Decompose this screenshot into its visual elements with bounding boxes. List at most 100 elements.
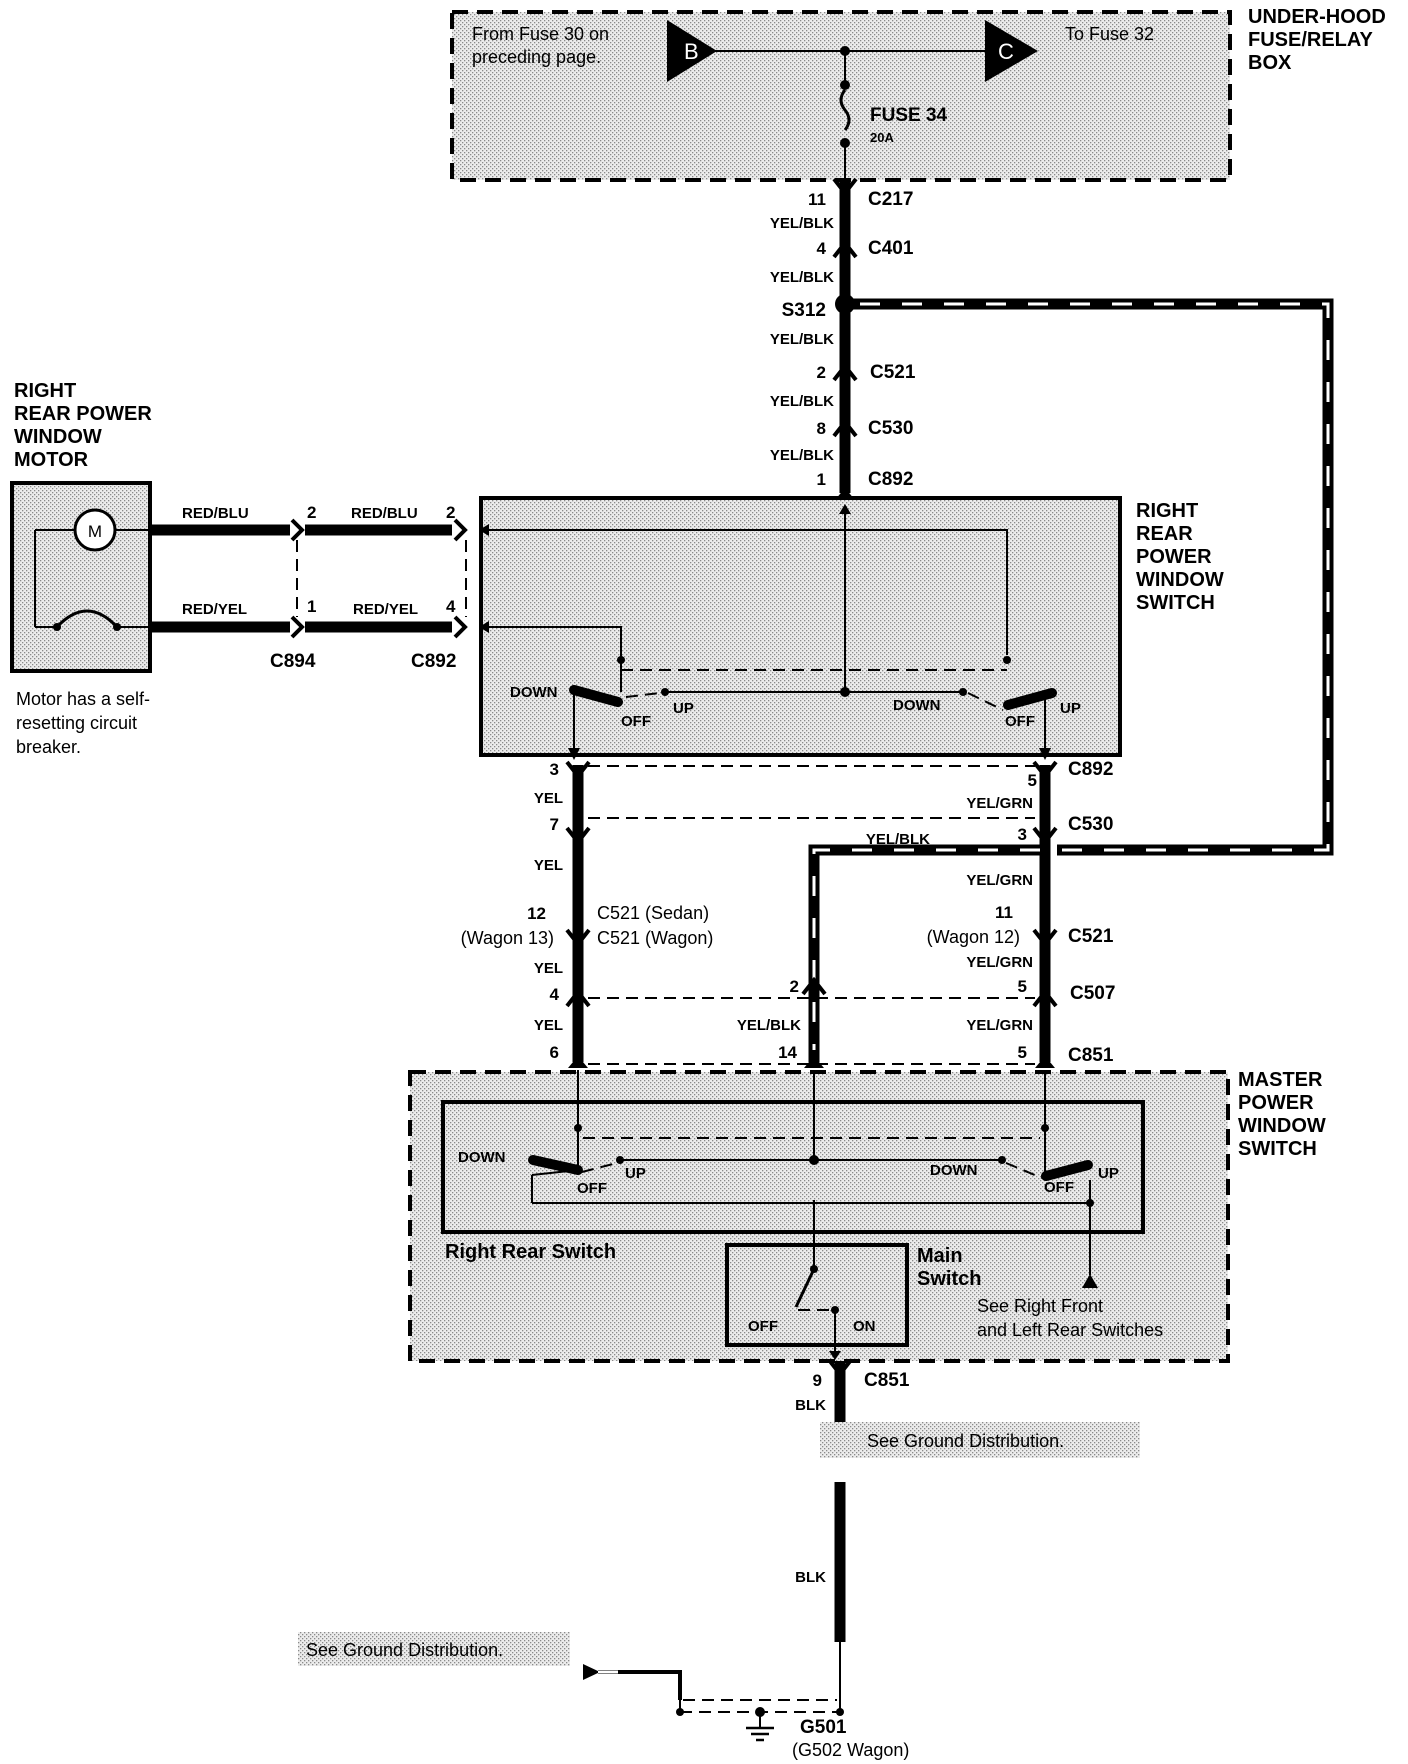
bus-to-arrow	[985, 20, 1038, 82]
motor-wires: RED/BLU RED/BLU RED/YEL RED/YEL 2 1 2 4 …	[150, 503, 468, 672]
right-wire-label-2: YEL/GRN	[966, 872, 1033, 889]
main-switch-label-2: Switch	[917, 1268, 981, 1290]
see-other-switches-arrow	[1082, 1274, 1098, 1288]
from-fuse-note-1: From Fuse 30 on	[472, 24, 609, 44]
c892-feed-pin: 1	[817, 470, 826, 489]
right-wire-label-3: YEL/GRN	[966, 954, 1033, 971]
motor-title-2: REAR POWER	[14, 403, 152, 425]
fuse-icon	[839, 89, 851, 131]
right-c851-pin: 5	[1018, 1043, 1027, 1062]
c401-label: C401	[868, 238, 914, 259]
master-title-3: WINDOW	[1238, 1115, 1326, 1137]
see-note-2: and Left Rear Switches	[977, 1320, 1163, 1340]
ground-c851-pin: 9	[813, 1371, 822, 1390]
middle-wire-label-1: YEL/BLK	[866, 831, 930, 848]
rr-switch-title-2: REAR	[1136, 523, 1193, 545]
rr-switch-title-5: SWITCH	[1136, 592, 1215, 614]
g502-wagon-label: (G502 Wagon)	[792, 1740, 909, 1760]
c521-label: C521	[870, 362, 916, 383]
fuse-box-title-3: BOX	[1248, 52, 1292, 74]
master-right-up-label: UP	[1098, 1165, 1119, 1182]
master-right-down-label: DOWN	[930, 1162, 978, 1179]
left-c851-pin: 6	[550, 1043, 559, 1062]
right-wire-label-1: YEL/GRN	[966, 795, 1033, 812]
bus-from-arrow	[667, 20, 717, 82]
right-rear-switch-label: Right Rear Switch	[445, 1241, 616, 1263]
middle-c851-pin: 14	[778, 1043, 797, 1062]
ground-icon	[746, 1726, 774, 1742]
feed-wire-label-1: YEL/BLK	[770, 215, 834, 232]
fuse-name: FUSE 34	[870, 105, 948, 126]
motor-wire-bottom-right: RED/YEL	[353, 601, 418, 618]
rr-right-up-label: UP	[1060, 700, 1081, 717]
c530-label: C530	[868, 418, 913, 439]
c530-pin: 8	[817, 419, 826, 438]
rr-left-up-label: UP	[673, 700, 694, 717]
bus-to-label: C	[998, 39, 1014, 64]
left-c530-pin: 7	[550, 815, 559, 834]
right-c507-pin: 5	[1018, 977, 1027, 996]
see-note-1: See Right Front	[977, 1296, 1103, 1316]
right-c892-pin: 5	[1028, 771, 1037, 790]
master-title-1: MASTER	[1238, 1069, 1323, 1091]
middle-wire-label-2: YEL/BLK	[737, 1017, 801, 1034]
c894-pin-bottom: 1	[307, 597, 316, 616]
c521-wagon-label: C521 (Wagon)	[597, 928, 713, 948]
master-right-blade	[1041, 1160, 1093, 1181]
master-left-off-label: OFF	[577, 1180, 607, 1197]
s312-label: S312	[782, 300, 826, 321]
c892-feed-label: C892	[868, 469, 913, 490]
left-c521-pin-sedan: 12	[527, 904, 546, 923]
motor-title-4: MOTOR	[14, 449, 89, 471]
rr-switch-title-1: RIGHT	[1136, 500, 1198, 522]
fuse-rating: 20A	[870, 130, 894, 145]
fuse-box-title-1: UNDER-HOOD	[1248, 6, 1386, 28]
motor-wire-top-right: RED/BLU	[351, 505, 418, 522]
motor-note-2: resetting circuit	[16, 713, 137, 733]
rr-right-off-label: OFF	[1005, 713, 1035, 730]
bus-from-label: B	[684, 39, 699, 64]
c521-sedan-label: C521 (Sedan)	[597, 903, 709, 923]
right-c521-pin-wagon: (Wagon 12)	[927, 927, 1020, 947]
yel-blk-loop-wire	[850, 298, 1334, 856]
middle-c507-pin: 2	[790, 977, 799, 996]
motor-title-3: WINDOW	[14, 426, 102, 448]
left-c521-pin-wagon: (Wagon 13)	[461, 928, 554, 948]
feed-wire: 11 C217 YEL/BLK 4 C401 YEL/BLK S312 YEL/…	[770, 177, 916, 500]
right-c530-pin: 3	[1018, 825, 1027, 844]
rr-left-off-label: OFF	[621, 713, 651, 730]
master-title-2: POWER	[1238, 1092, 1314, 1114]
ground-circuit: 9 C851 BLK See Ground Distribution. BLK …	[298, 1358, 1140, 1760]
c217-label: C217	[868, 189, 913, 210]
harness-wires	[565, 760, 1058, 1068]
master-right-off-label: OFF	[1044, 1179, 1074, 1196]
right-c521-pin: 11	[995, 903, 1013, 922]
harness-labels: 3 YEL 7 YEL 12 (Wagon 13) C521 (Sedan) C…	[461, 759, 1116, 1066]
c521-pin: 2	[817, 363, 826, 382]
main-switch	[725, 1243, 909, 1347]
feed-wire-label-2: YEL/BLK	[770, 269, 834, 286]
ground-wire-label-2: BLK	[795, 1569, 826, 1586]
c892-harness-label: C892	[1068, 759, 1113, 780]
c401-pin: 4	[817, 239, 827, 258]
motor-note-1: Motor has a self-	[16, 689, 150, 709]
c851-harness-label: C851	[1068, 1045, 1114, 1066]
fuse-relay-box: UNDER-HOOD FUSE/RELAY BOX From Fuse 30 o…	[450, 6, 1386, 182]
motor-wire-top-left: RED/BLU	[182, 505, 249, 522]
left-c507-pin: 4	[550, 985, 560, 1004]
master-left-blade	[528, 1155, 583, 1175]
rr-switch-title-3: POWER	[1136, 546, 1212, 568]
master-title-4: SWITCH	[1238, 1138, 1317, 1160]
main-off-label: OFF	[748, 1318, 778, 1335]
left-c892-pin: 3	[550, 760, 559, 779]
ground-wire-label-1: BLK	[795, 1397, 826, 1414]
right-wire-label-4: YEL/GRN	[966, 1017, 1033, 1034]
left-wire-label-3: YEL	[534, 960, 563, 977]
feed-wire-label-5: YEL/BLK	[770, 447, 834, 464]
right-rear-window-switch: RIGHT REAR POWER WINDOW SWITCH DOWN OFF …	[479, 496, 1224, 760]
motor-symbol: M	[88, 522, 102, 541]
c521-harness-label: C521	[1068, 926, 1114, 947]
c507-label: C507	[1070, 983, 1115, 1004]
from-fuse-note-2: preceding page.	[472, 47, 601, 67]
